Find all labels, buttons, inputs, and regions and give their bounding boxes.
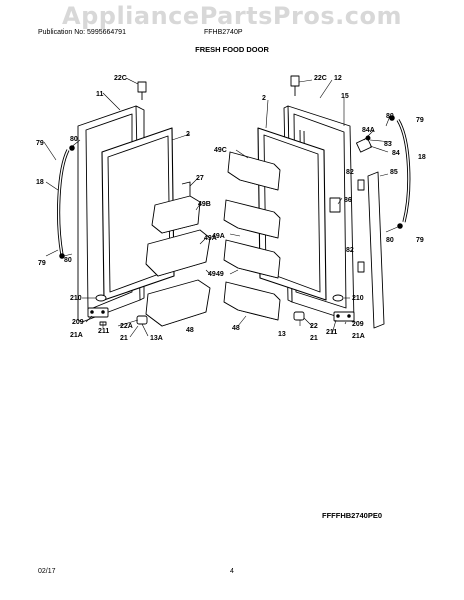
callout-209-right: 209: [352, 321, 364, 328]
callout-79-left-top: 79: [36, 140, 44, 147]
callout-211-right: 211: [326, 329, 337, 336]
watermark: AppliancePartsPros.com: [62, 2, 402, 30]
callout-22a: 22A: [120, 323, 133, 330]
callout-83: 83: [384, 141, 392, 148]
callout-13: 13: [278, 331, 286, 338]
callout-12: 12: [334, 75, 342, 82]
footer-page-number: 4: [230, 568, 234, 575]
callout-210-left: 210: [70, 295, 82, 302]
page-title: FRESH FOOD DOOR: [195, 45, 269, 54]
callout-80-right-top: 80: [386, 113, 394, 120]
callout-2-left: 2: [186, 131, 190, 138]
callout-84a: 84A: [362, 127, 375, 134]
right-handle: [389, 115, 411, 229]
leader-lines: [43, 77, 401, 338]
callout-49b: 49B: [198, 201, 211, 208]
callout-80-left-top: 80: [70, 136, 78, 143]
callout-209-left: 209: [72, 319, 84, 326]
right-small-parts: [293, 135, 373, 322]
callout-49a-right: 49A: [212, 233, 225, 240]
callout-21-right: 21: [310, 335, 318, 342]
callout-18-left: 18: [36, 179, 44, 186]
callout-labels: 22C 11 2 80 79 18 27 49B 49A 49 80 79 21…: [36, 75, 426, 342]
callout-80-left-bottom: 80: [64, 257, 72, 264]
callout-84: 84: [392, 150, 400, 157]
model-number: FFHB2740P: [204, 29, 243, 36]
diagram-code: FFFFHB2740PE0: [322, 511, 383, 520]
callout-79-right-top: 79: [416, 117, 424, 124]
right-trim-strip: [367, 171, 385, 329]
right-door-assembly: [257, 75, 355, 323]
callout-49c: 49C: [214, 147, 227, 154]
callout-18-right: 18: [418, 154, 426, 161]
callout-21a-left: 21A: [70, 332, 83, 339]
callout-80-right-bottom: 80: [386, 237, 394, 244]
callout-85: 85: [390, 169, 398, 176]
callout-210-right: 210: [352, 295, 364, 302]
left-door-assembly: [77, 81, 175, 323]
callout-48-left: 48: [186, 327, 194, 334]
callout-49a-left: 49A: [204, 235, 217, 242]
callout-49-left: 49: [208, 271, 216, 278]
callout-79-right-bottom: 79: [416, 237, 424, 244]
callout-48-right: 48: [232, 325, 240, 332]
left-small-parts: [87, 307, 148, 326]
left-handle: [57, 145, 75, 259]
right-door-bins: [223, 151, 281, 321]
callout-27: 27: [196, 175, 204, 182]
callout-49-right: 49: [216, 271, 224, 278]
callout-82-top: 82: [346, 169, 354, 176]
callout-13a: 13A: [150, 335, 163, 342]
callout-79-left-bottom: 79: [38, 260, 46, 267]
callout-15: 15: [341, 93, 349, 100]
callout-11: 11: [96, 91, 104, 98]
callout-22c-right: 22C: [314, 75, 327, 82]
callout-22c-left: 22C: [114, 75, 127, 82]
callout-86: 86: [344, 197, 352, 204]
footer-date: 02/17: [38, 568, 56, 575]
left-door-bins: [145, 181, 211, 327]
callout-22: 22: [310, 323, 318, 330]
callout-2-right: 2: [262, 95, 266, 102]
publication-number: Publication No: 5995664791: [38, 29, 126, 36]
callout-211-left: 211: [98, 328, 109, 335]
callout-82-bottom: 82: [346, 247, 354, 254]
callout-21a-right: 21A: [352, 333, 365, 340]
callout-21-left: 21: [120, 335, 128, 342]
